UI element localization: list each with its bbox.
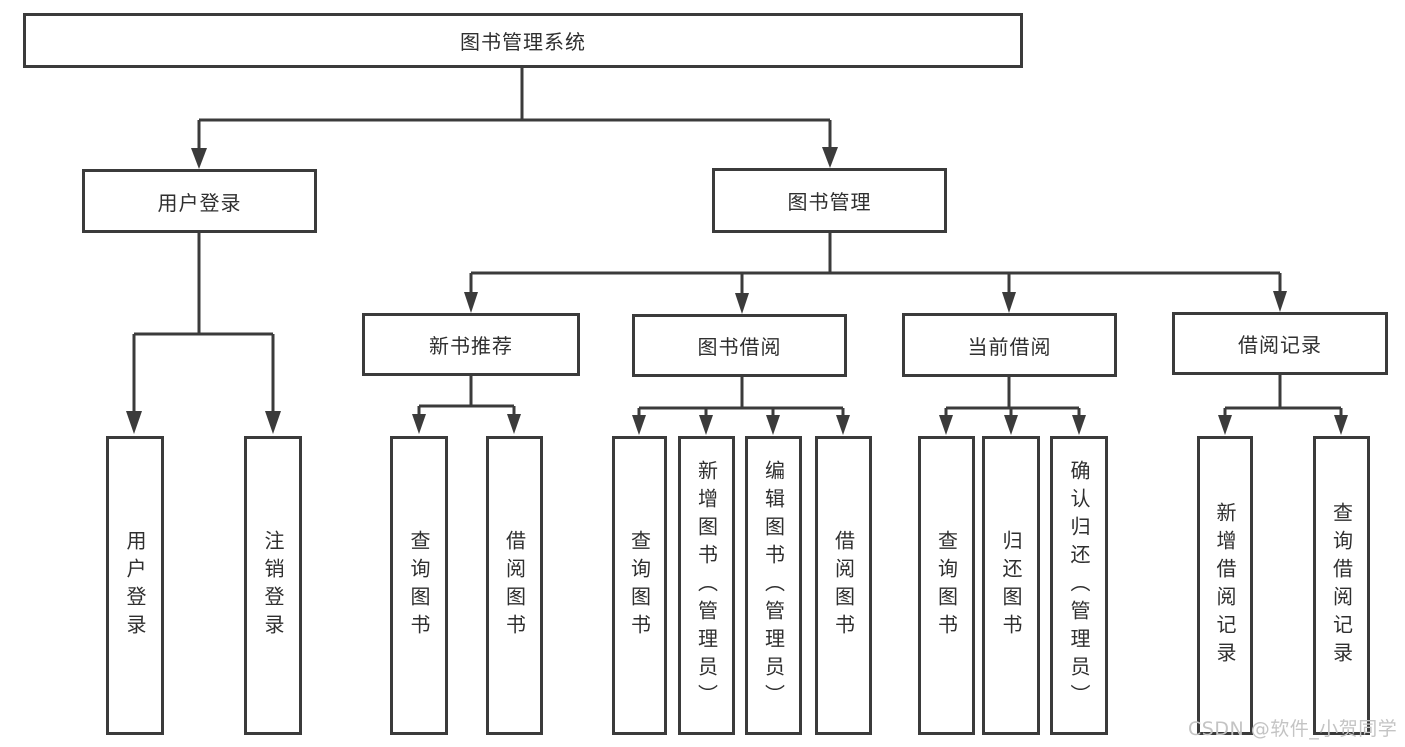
node-label: 图书借阅	[697, 335, 782, 359]
arrowhead-icon	[1002, 292, 1016, 313]
leaf-logout-login: 注销登录	[244, 436, 302, 735]
node-book-management: 图书管理	[712, 168, 947, 233]
node-new-book-recommend: 新书推荐	[362, 313, 580, 376]
node-label: 确认归还（管理员）	[1067, 459, 1091, 712]
arrowhead-icon	[126, 411, 142, 434]
node-label: 编辑图书（管理员）	[761, 459, 786, 712]
arrowhead-icon	[836, 415, 850, 435]
arrowhead-icon	[507, 414, 521, 434]
node-label: 查询图书	[934, 529, 959, 642]
leaf-user-login: 用户登录	[106, 436, 164, 735]
node-label: 注销登录	[261, 529, 285, 642]
leaf-query-books-3: 查询图书	[918, 436, 975, 735]
arrowhead-icon	[1004, 415, 1018, 435]
watermark-text: CSDN @软件_小贺同学	[1188, 718, 1398, 740]
arrowhead-icon	[464, 292, 478, 313]
node-label: 当前借阅	[967, 334, 1052, 359]
node-label: 新增图书（管理员）	[694, 459, 719, 712]
arrowhead-icon	[766, 415, 780, 435]
node-library-management-system: 图书管理系统	[23, 13, 1023, 68]
node-label: 借阅图书	[502, 529, 527, 642]
arrowhead-icon	[735, 293, 749, 314]
arrowhead-icon	[1072, 415, 1086, 435]
leaf-query-borrow-record: 查询借阅记录	[1313, 436, 1370, 735]
node-label: 查询借阅记录	[1329, 501, 1354, 670]
node-user-login: 用户登录	[82, 169, 317, 233]
arrowhead-icon	[632, 415, 646, 435]
node-label: 图书管理	[787, 190, 872, 214]
node-borrowing-records: 借阅记录	[1172, 312, 1388, 375]
leaf-return-books: 归还图书	[982, 436, 1040, 735]
arrowhead-icon	[822, 147, 838, 168]
arrowhead-icon	[191, 148, 207, 169]
leaf-edit-books-admin: 编辑图书（管理员）	[745, 436, 802, 735]
node-current-borrowing: 当前借阅	[902, 313, 1117, 377]
node-label: 用户登录	[123, 529, 147, 642]
arrowhead-icon	[1273, 291, 1287, 312]
leaf-query-books-2: 查询图书	[612, 436, 667, 735]
leaf-add-borrow-record: 新增借阅记录	[1197, 436, 1253, 735]
node-label: 借阅图书	[831, 529, 856, 642]
leaf-query-books-1: 查询图书	[390, 436, 448, 735]
arrowhead-icon	[1218, 415, 1232, 435]
node-label: 新增借阅记录	[1213, 501, 1237, 670]
node-label: 新书推荐	[429, 334, 513, 358]
leaf-confirm-return-admin: 确认归还（管理员）	[1050, 436, 1108, 735]
leaf-borrow-books-1: 借阅图书	[486, 436, 543, 735]
node-label: 查询图书	[627, 529, 652, 642]
arrowhead-icon	[265, 411, 281, 434]
node-book-borrowing: 图书借阅	[632, 314, 847, 377]
node-label: 图书管理系统	[460, 30, 586, 54]
node-label: 归还图书	[999, 529, 1023, 642]
leaf-add-books-admin: 新增图书（管理员）	[678, 436, 735, 735]
leaf-borrow-books-2: 借阅图书	[815, 436, 872, 735]
node-label: 用户登录	[157, 190, 242, 215]
arrowhead-icon	[412, 414, 426, 434]
arrowhead-icon	[699, 415, 713, 435]
node-label: 查询图书	[407, 529, 431, 642]
arrowheads	[126, 147, 1348, 435]
arrowhead-icon	[1334, 415, 1348, 435]
node-label: 借阅记录	[1238, 333, 1322, 357]
arrowhead-icon	[939, 415, 953, 435]
